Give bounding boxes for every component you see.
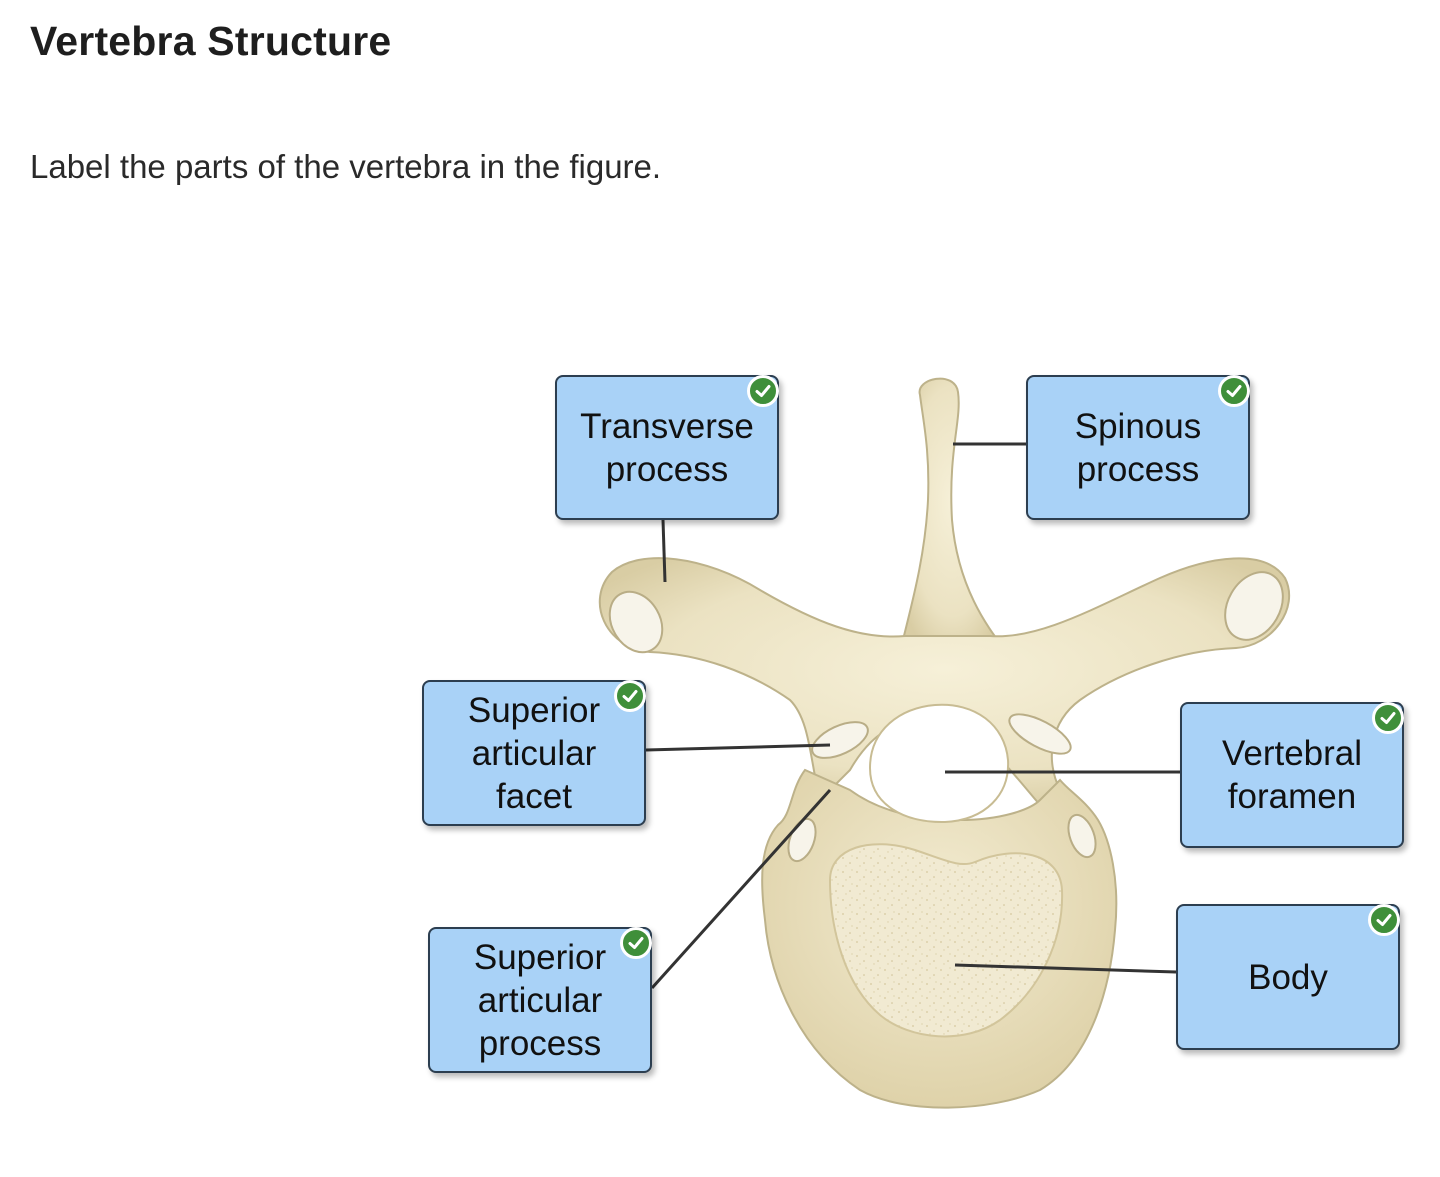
label-text: Spinous process xyxy=(1074,406,1202,489)
label-vertebral-foramen[interactable]: Vertebral foramen xyxy=(1180,702,1404,848)
label-text: Vertebral foramen xyxy=(1221,734,1363,816)
instruction-text: Label the parts of the vertebra in the f… xyxy=(30,148,662,185)
label-text: Body xyxy=(1248,957,1328,997)
body-cancellous-region xyxy=(828,843,1064,1038)
leader-superior-articular-facet xyxy=(645,743,831,752)
check-circle-icon xyxy=(1218,375,1250,407)
label-superior-articular-process[interactable]: Superior articular process xyxy=(428,927,652,1073)
check-circle-icon xyxy=(747,375,779,407)
check-circle-icon xyxy=(614,680,646,712)
page-title: Vertebra Structure xyxy=(30,18,392,64)
label-spinous-process[interactable]: Spinous process xyxy=(1026,375,1250,520)
check-circle-icon xyxy=(620,927,652,959)
label-text: Superior articular facet xyxy=(467,690,601,816)
leader-transverse-process xyxy=(661,519,667,583)
check-circle-icon xyxy=(1368,904,1400,936)
label-superior-articular-facet[interactable]: Superior articular facet xyxy=(422,680,646,826)
vertebral-arch-shape xyxy=(598,557,1291,807)
vertebral-foramen-shape xyxy=(868,703,1010,824)
label-transverse-process[interactable]: Transverse process xyxy=(555,375,779,520)
check-circle-icon xyxy=(1372,702,1404,734)
spinous-process-shape xyxy=(898,377,1007,654)
leader-body xyxy=(954,963,1177,974)
label-text: Transverse process xyxy=(580,406,754,489)
label-text: Superior articular process xyxy=(473,937,607,1063)
label-body[interactable]: Body xyxy=(1176,904,1400,1050)
leader-superior-articular-process xyxy=(650,788,832,990)
